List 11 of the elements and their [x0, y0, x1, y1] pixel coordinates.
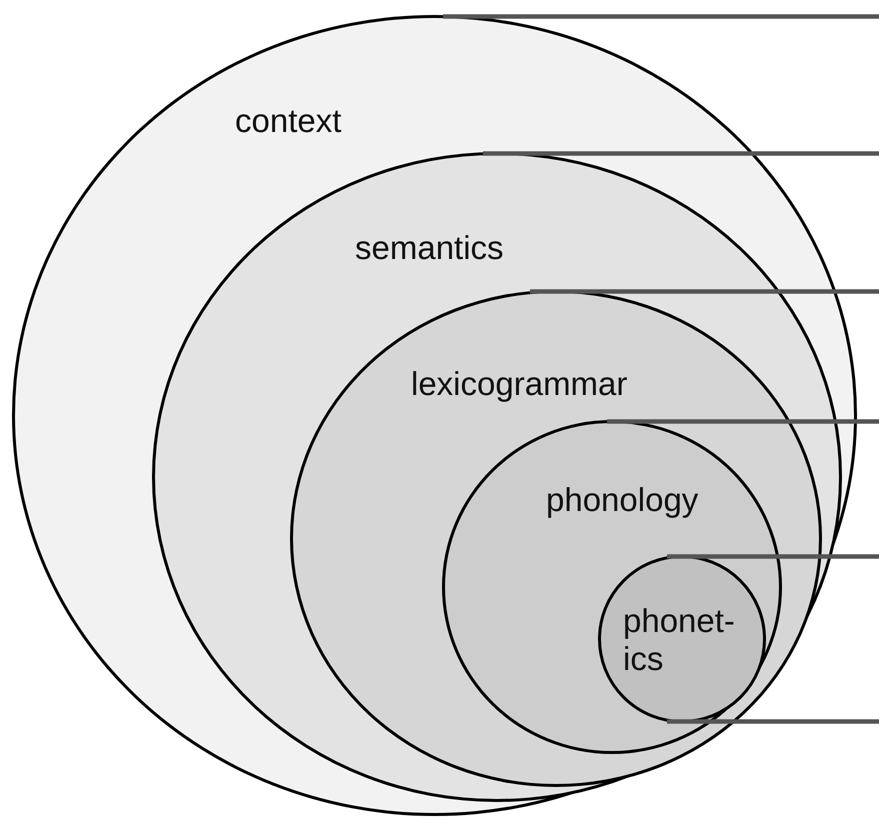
leader-line — [667, 554, 879, 559]
region-label: lexicogrammar — [411, 365, 628, 403]
leader-line — [443, 14, 879, 19]
leader-line — [530, 289, 879, 294]
region-label: phonology — [546, 481, 698, 519]
leader-line — [607, 419, 879, 424]
region-label: semantics — [355, 229, 504, 267]
leader-line — [667, 719, 879, 724]
region-label: phonet- ics — [623, 602, 736, 678]
leader-line — [483, 151, 879, 156]
region-label: context — [235, 102, 342, 140]
